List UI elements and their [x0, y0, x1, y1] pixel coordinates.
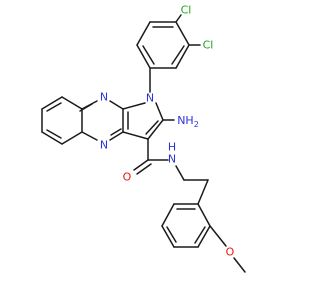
- bond-lines: [41, 14, 246, 273]
- pyrazine-nitrogen-top: N: [100, 91, 108, 104]
- amide-nitrogen: N: [168, 153, 176, 166]
- amino-group: NH2: [177, 114, 199, 129]
- chemical-structure: Cl Cl N N N NH2 O N H O: [41, 4, 246, 273]
- atom-labels: Cl Cl N N N NH2 O N H O: [100, 4, 235, 259]
- pyrazine-nitrogen-bottom: N: [100, 139, 108, 152]
- amide-oxygen: O: [123, 171, 132, 184]
- methoxy-oxygen: O: [226, 246, 235, 259]
- amide-hydrogen: H: [168, 141, 176, 154]
- chlorine-atom-right: Cl: [203, 39, 214, 52]
- chlorine-atom-top: Cl: [181, 4, 192, 17]
- pyrrole-nitrogen: N: [146, 92, 154, 105]
